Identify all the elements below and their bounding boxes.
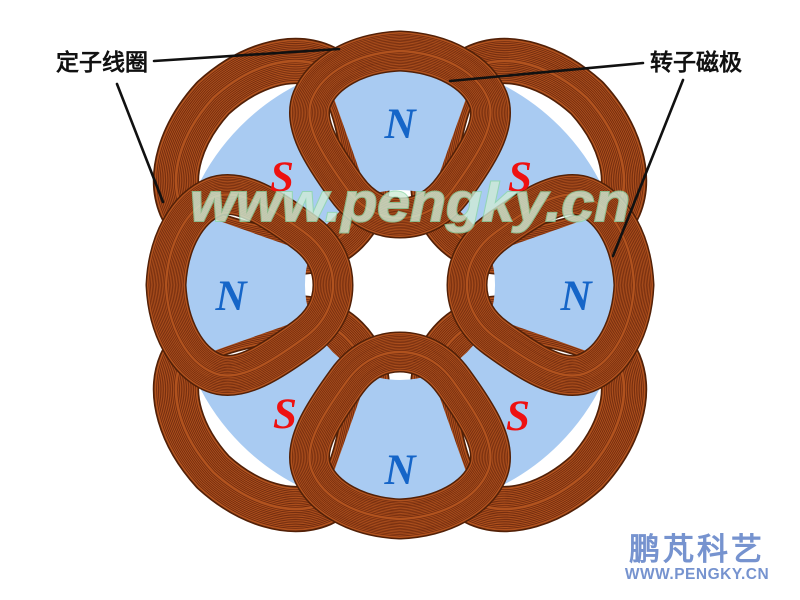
stator-coil-cardinal <box>289 30 511 239</box>
machine-cross-section: N S N S N S N S <box>145 30 655 540</box>
logo-name: 鹏芃科艺 <box>629 532 765 567</box>
rotor-pole-right <box>489 209 626 361</box>
leader-line-stator-top-coil <box>152 47 341 63</box>
stator-coil-cardinal <box>446 174 655 396</box>
leader-line-rotor-top-pole <box>448 61 645 83</box>
stator-coil-cardinal <box>145 174 354 396</box>
brand-logo: 鹏芃科艺 WWW.PENGKY.CN <box>625 532 769 583</box>
stator-coil-label: 定子线圈 <box>56 49 148 75</box>
annotation-stator-coil: 定子线圈 <box>56 47 341 204</box>
pole-label-left: N <box>214 273 248 320</box>
pole-label-bottom-left: S <box>273 391 297 438</box>
watermark-text: www.pengky.cn <box>190 171 630 233</box>
pole-label-top-left: S <box>270 154 294 201</box>
pole-label-top: N <box>383 101 417 148</box>
pole-label-bottom-right: S <box>506 393 530 440</box>
pole-label-right: N <box>559 273 593 320</box>
rotor-pole-top <box>324 59 476 196</box>
rotor-pole-bottom <box>324 374 476 511</box>
annotation-rotor-pole: 转子磁极 <box>448 49 742 258</box>
stator-coil-cardinal <box>289 331 511 540</box>
leader-line-rotor-right-pole <box>611 78 685 258</box>
pole-label-top-right: S <box>508 154 532 201</box>
leader-line-stator-left-coil <box>115 82 165 204</box>
logo-site: WWW.PENGKY.CN <box>625 566 769 583</box>
rotor-pole-label: 转子磁极 <box>650 49 742 75</box>
rotor-pole-left <box>174 209 311 361</box>
pole-label-bottom: N <box>383 447 417 494</box>
